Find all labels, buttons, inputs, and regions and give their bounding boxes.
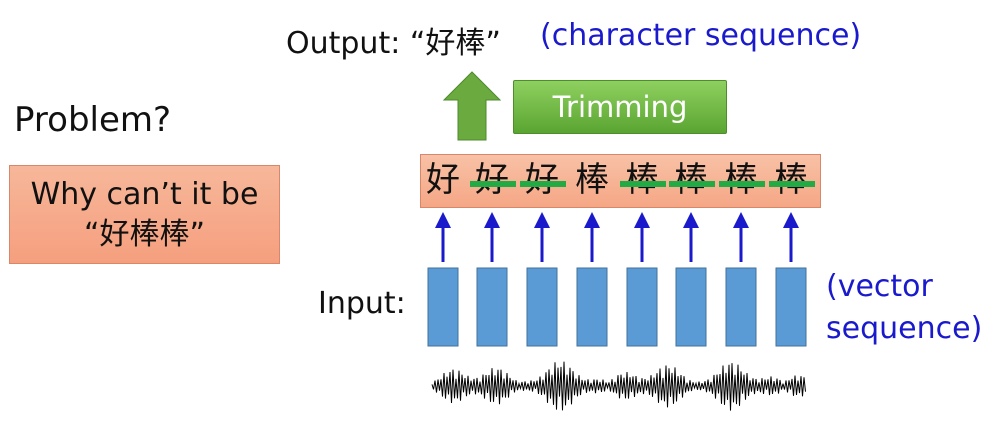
problem-title: Problem? [14,100,172,140]
arrow-up-icon [783,212,799,228]
input-vector [725,267,757,347]
input-vector [675,267,707,347]
trimming-box: Trimming [513,80,727,134]
vector-note: (vector sequence) [826,266,982,350]
vector-note-line-1: (vector [826,269,933,304]
question-box: Why can’t it be “好棒棒” [9,165,280,264]
arrow-up-icon [534,212,550,228]
question-line-2: “好棒棒” [83,217,206,252]
arrow-up-icon [435,212,451,228]
input-label: Input: [318,286,406,321]
sequence-char: 棒 [774,160,808,200]
input-vector [626,267,658,347]
sequence-char: 棒 [575,160,609,200]
arrow-up-icon [484,212,500,228]
sequence-char: 好 [475,160,509,200]
input-vector [427,267,459,347]
vector-note-line-2: sequence) [826,311,983,346]
sequence-char: 棒 [625,160,659,200]
waveform [431,361,806,411]
input-vector [576,267,608,347]
output-note: (character sequence) [540,18,862,53]
input-vector [476,267,508,347]
sequence-char: 好 [426,160,460,200]
arrow-up-icon [683,212,699,228]
sequence-char: 棒 [724,160,758,200]
up-arrow-icon [442,71,502,141]
input-vector [775,267,807,347]
input-vector [526,267,558,347]
sequence-char: 好 [525,160,559,200]
arrow-up-icon [733,212,749,228]
sequence-char: 棒 [674,160,708,200]
arrow-up-icon [584,212,600,228]
output-label: Output: “好棒” [286,26,501,61]
blue-arrows [435,212,799,262]
question-line-1: Why can’t it be [30,177,259,212]
arrow-up-icon [634,212,650,228]
input-vectors [427,267,807,347]
